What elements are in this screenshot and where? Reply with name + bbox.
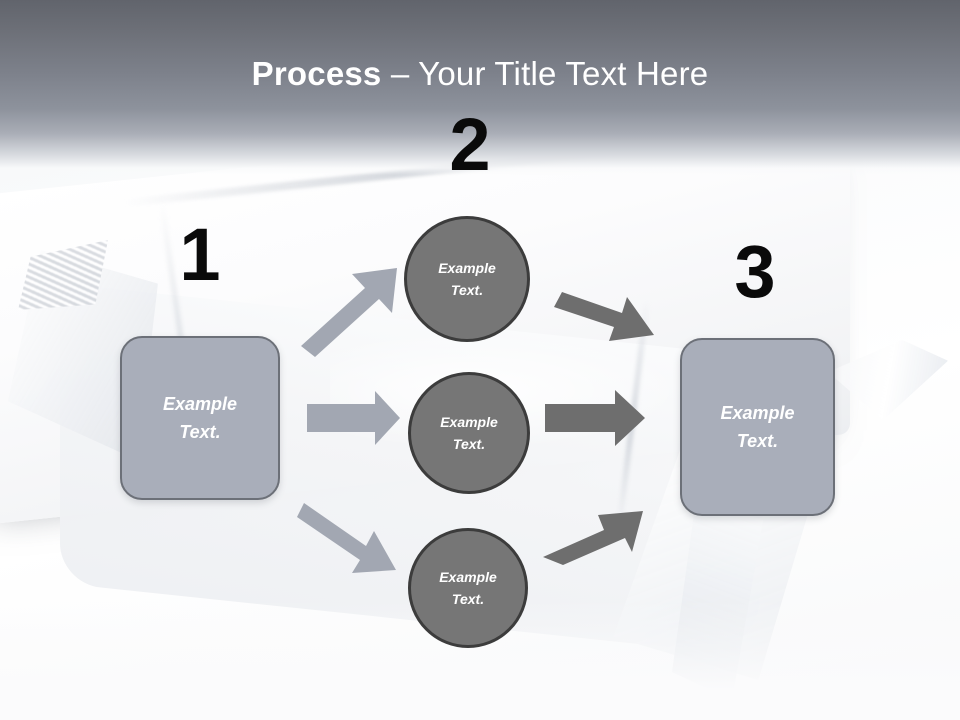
node-text-line-1: Example	[720, 403, 795, 423]
arrow-top-to-end	[554, 292, 654, 341]
step-number-3: 3	[734, 230, 776, 313]
step-number-1: 1	[179, 213, 221, 296]
process-node-circle-bottom[interactable]: Example Text.	[408, 528, 528, 648]
node-text-line-2: Text.	[452, 436, 486, 452]
page-title-emphasis: Process	[251, 55, 382, 92]
node-text-line-2: Text.	[451, 591, 485, 607]
arrow-middle-to-end	[545, 390, 645, 446]
arrow-start-to-middle	[307, 391, 400, 445]
node-text-line-1: Example	[440, 414, 498, 430]
node-text-line-2: Text.	[450, 282, 484, 298]
process-node-circle-middle[interactable]: Example Text.	[408, 372, 530, 494]
node-text-line-2: Text.	[179, 422, 221, 442]
page-title-rest: – Your Title Text Here	[381, 55, 709, 92]
step-number-2: 2	[449, 103, 491, 186]
node-text-line-1: Example	[439, 569, 497, 585]
header-gradient-band	[0, 0, 960, 175]
node-text-line-1: Example	[162, 394, 238, 414]
page-title: Process – Your Title Text Here	[0, 54, 960, 94]
arrow-start-to-bottom	[297, 503, 396, 573]
arrow-bottom-to-end	[543, 511, 643, 565]
node-text-line-2: Text.	[736, 431, 779, 451]
process-node-circle-top[interactable]: Example Text.	[404, 216, 530, 342]
process-node-start[interactable]: Example Text.	[120, 336, 280, 500]
process-node-end[interactable]: Example Text.	[680, 338, 835, 516]
node-text-line-1: Example	[438, 260, 496, 276]
arrow-start-to-top	[301, 268, 397, 357]
